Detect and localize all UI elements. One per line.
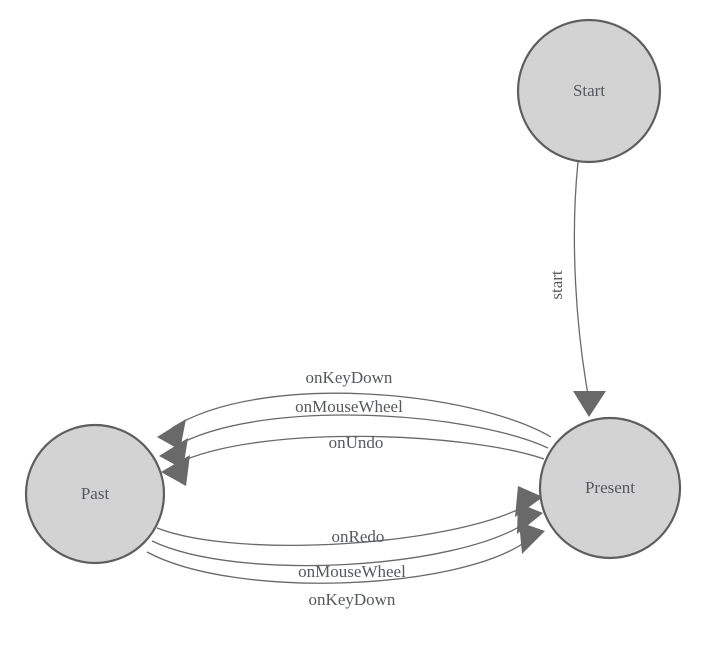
edge-past-to-present-onkeydown[interactable]: onKeyDown [146,522,545,609]
edge-label-present-to-past-onkeydown: onKeyDown [306,368,393,387]
edge-label-start: start [547,270,566,300]
edge-present-to-past-onkeydown[interactable]: onKeyDown [157,368,552,450]
node-present[interactable]: Present [538,416,682,560]
edge-start-to-present-path [573,161,590,401]
node-present-shape [538,416,682,560]
edge-label-present-to-past-onundo: onUndo [329,433,384,452]
edge-past-to-present-onmousewheel-path [151,521,528,567]
edge-label-past-to-present-onmousewheel: onMouseWheel [298,562,406,581]
edge-past-to-present-onredo[interactable]: onRedo [156,486,543,546]
node-start-label: Start [573,81,605,100]
edge-label-present-to-past-onmousewheel: onMouseWheel [295,397,403,416]
node-past-shape [24,423,166,565]
edge-start-to-present[interactable]: start [547,161,606,417]
arrowhead-present-to-past-onundo [161,455,190,486]
arrowhead-present-to-past-onkeydown [157,419,186,450]
edge-present-to-past-onkeydown-path [171,392,552,438]
node-start[interactable]: Start [516,18,662,164]
edge-label-past-to-present-onredo: onRedo [332,527,385,546]
arrowhead-past-to-present-onkeydown [519,522,545,554]
edge-present-to-past-onmousewheel-path [173,414,549,449]
node-past-label: Past [81,484,110,503]
node-present-label: Present [585,478,635,497]
edge-present-to-past-onundo-path [175,435,545,465]
edge-past-to-present-onkeydown-path [146,539,529,584]
arrowhead-start-to-present [573,391,606,417]
node-start-shape [516,18,662,164]
edge-past-to-present-onredo-path [156,504,528,546]
edge-present-to-past-onundo[interactable]: onUndo [161,433,545,486]
node-past[interactable]: Past [24,423,166,565]
edge-label-past-to-present-onkeydown: onKeyDown [309,590,396,609]
